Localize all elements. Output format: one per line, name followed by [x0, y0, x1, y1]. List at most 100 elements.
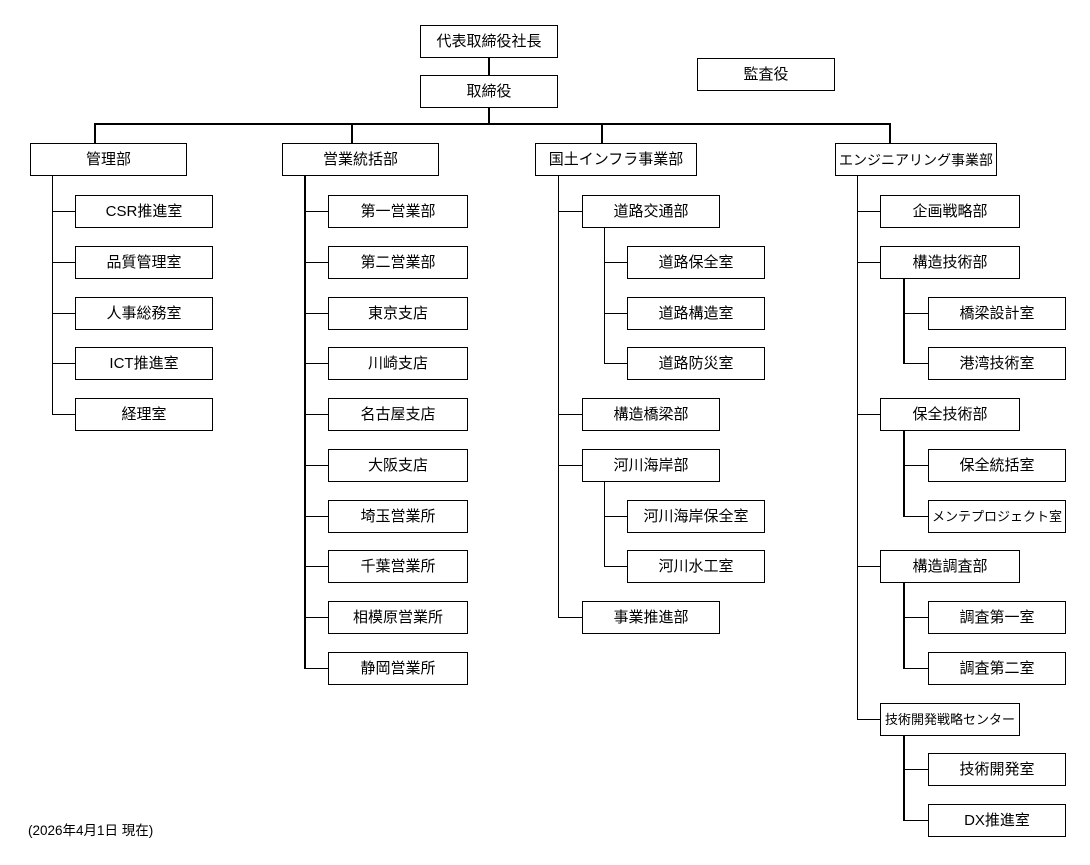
connector-line [603, 362, 628, 365]
section-box-label: メンテプロジェクト室 [931, 509, 1062, 524]
section-box-label: 調査第二室 [959, 660, 1035, 677]
section-box-label: 調査第一室 [959, 609, 1035, 626]
connector-line [856, 565, 881, 568]
connector-line [856, 210, 881, 213]
connector-line [304, 210, 329, 213]
division-box: 事業推進部 [582, 601, 720, 634]
connector-line [557, 616, 583, 619]
division-box: 埼玉営業所 [328, 500, 468, 533]
connector-line [557, 464, 583, 467]
division-box-label: 大阪支店 [367, 457, 428, 474]
connector-line [903, 278, 905, 365]
connector-line [488, 57, 490, 76]
division-box-label: CSR推進室 [105, 203, 183, 220]
connector-line [903, 582, 905, 670]
division-box: 相模原営業所 [328, 601, 468, 634]
section-box: 技術開発室 [928, 753, 1066, 786]
division-box-label: 構造技術部 [912, 254, 988, 271]
division-box-label: 第一営業部 [360, 203, 436, 220]
division-box-label: 人事総務室 [106, 305, 182, 322]
section-box: 河川水工室 [627, 550, 765, 583]
connector-line [903, 312, 929, 315]
division-box-label: 静岡営業所 [360, 660, 436, 677]
connector-line [903, 735, 905, 822]
connector-line [601, 123, 603, 144]
section-box-label: 道路保全室 [658, 254, 734, 271]
division-box: 道路交通部 [582, 195, 720, 228]
connector-line [856, 718, 881, 721]
section-box-label: 技術開発室 [959, 761, 1035, 778]
division-box: 第一営業部 [328, 195, 468, 228]
division-box-label: 第二営業部 [360, 254, 436, 271]
section-box: 保全統括室 [928, 449, 1066, 482]
section-box: 調査第二室 [928, 652, 1066, 685]
department-box-label: エンジニアリング事業部 [839, 151, 993, 168]
connector-line [51, 362, 76, 365]
division-box-label: 事業推進部 [613, 609, 689, 626]
connector-line [603, 227, 606, 365]
connector-line [51, 210, 76, 213]
division-box-label: ICT推進室 [109, 355, 179, 372]
connector-line [603, 515, 628, 518]
department-box-label: 国土インフラ事業部 [548, 151, 684, 168]
division-box: 川崎支店 [328, 347, 468, 380]
connector-line [903, 464, 929, 467]
auditor-box: 監査役 [697, 58, 835, 91]
division-box-label: 構造調査部 [912, 558, 988, 575]
division-box: 名古屋支店 [328, 398, 468, 431]
division-box-label: 東京支店 [367, 305, 428, 322]
section-box: 港湾技術室 [928, 347, 1066, 380]
section-box: 橋梁設計室 [928, 297, 1066, 330]
division-box: 大阪支店 [328, 449, 468, 482]
division-box: 企画戦略部 [880, 195, 1020, 228]
section-box-label: 港湾技術室 [959, 355, 1035, 372]
section-box-label: 保全統括室 [959, 457, 1035, 474]
section-box: DX推進室 [928, 804, 1066, 837]
division-box-label: 名古屋支店 [360, 406, 436, 423]
section-box-label: 河川水工室 [658, 558, 734, 575]
connector-line [351, 123, 353, 144]
connector-line [903, 362, 929, 365]
division-box: 千葉営業所 [328, 550, 468, 583]
department-box-label: 管理部 [85, 151, 131, 168]
connector-line [856, 413, 881, 416]
directors-label: 取締役 [466, 83, 512, 100]
section-box: 道路保全室 [627, 246, 765, 279]
department-box: 営業統括部 [282, 143, 439, 176]
division-box: 構造調査部 [880, 550, 1020, 583]
section-box: 道路構造室 [627, 297, 765, 330]
division-box: 経理室 [75, 398, 213, 431]
president-label: 代表取締役社長 [436, 33, 542, 50]
division-box-label: 埼玉営業所 [360, 508, 436, 525]
connector-line [557, 175, 560, 619]
connector-line [304, 667, 329, 670]
connector-line [304, 413, 329, 416]
connector-line [304, 175, 306, 670]
connector-line [903, 819, 929, 822]
division-box: CSR推進室 [75, 195, 213, 228]
date-note: (2026年4月1日 現在) [28, 823, 154, 838]
connector-line [903, 768, 929, 771]
section-box-label: 道路防災室 [658, 355, 734, 372]
connector-line [557, 413, 583, 416]
connector-line [856, 175, 859, 721]
division-box-label: 川崎支店 [367, 355, 428, 372]
department-box: 国土インフラ事業部 [535, 143, 697, 176]
section-box-label: 道路構造室 [658, 305, 734, 322]
connector-line [903, 430, 905, 518]
division-box: 構造技術部 [880, 246, 1020, 279]
division-box: 静岡営業所 [328, 652, 468, 685]
section-box-label: 橋梁設計室 [959, 305, 1035, 322]
division-box: 保全技術部 [880, 398, 1020, 431]
section-box: 河川海岸保全室 [627, 500, 765, 533]
division-box: 人事総務室 [75, 297, 213, 330]
connector-line [304, 616, 329, 619]
connector-line [94, 123, 96, 144]
connector-line [603, 312, 628, 315]
connector-line [903, 616, 929, 619]
connector-line [304, 261, 329, 264]
connector-line [488, 107, 490, 125]
department-box-label: 営業統括部 [322, 151, 398, 168]
connector-line [304, 312, 329, 315]
connector-line [903, 667, 929, 670]
